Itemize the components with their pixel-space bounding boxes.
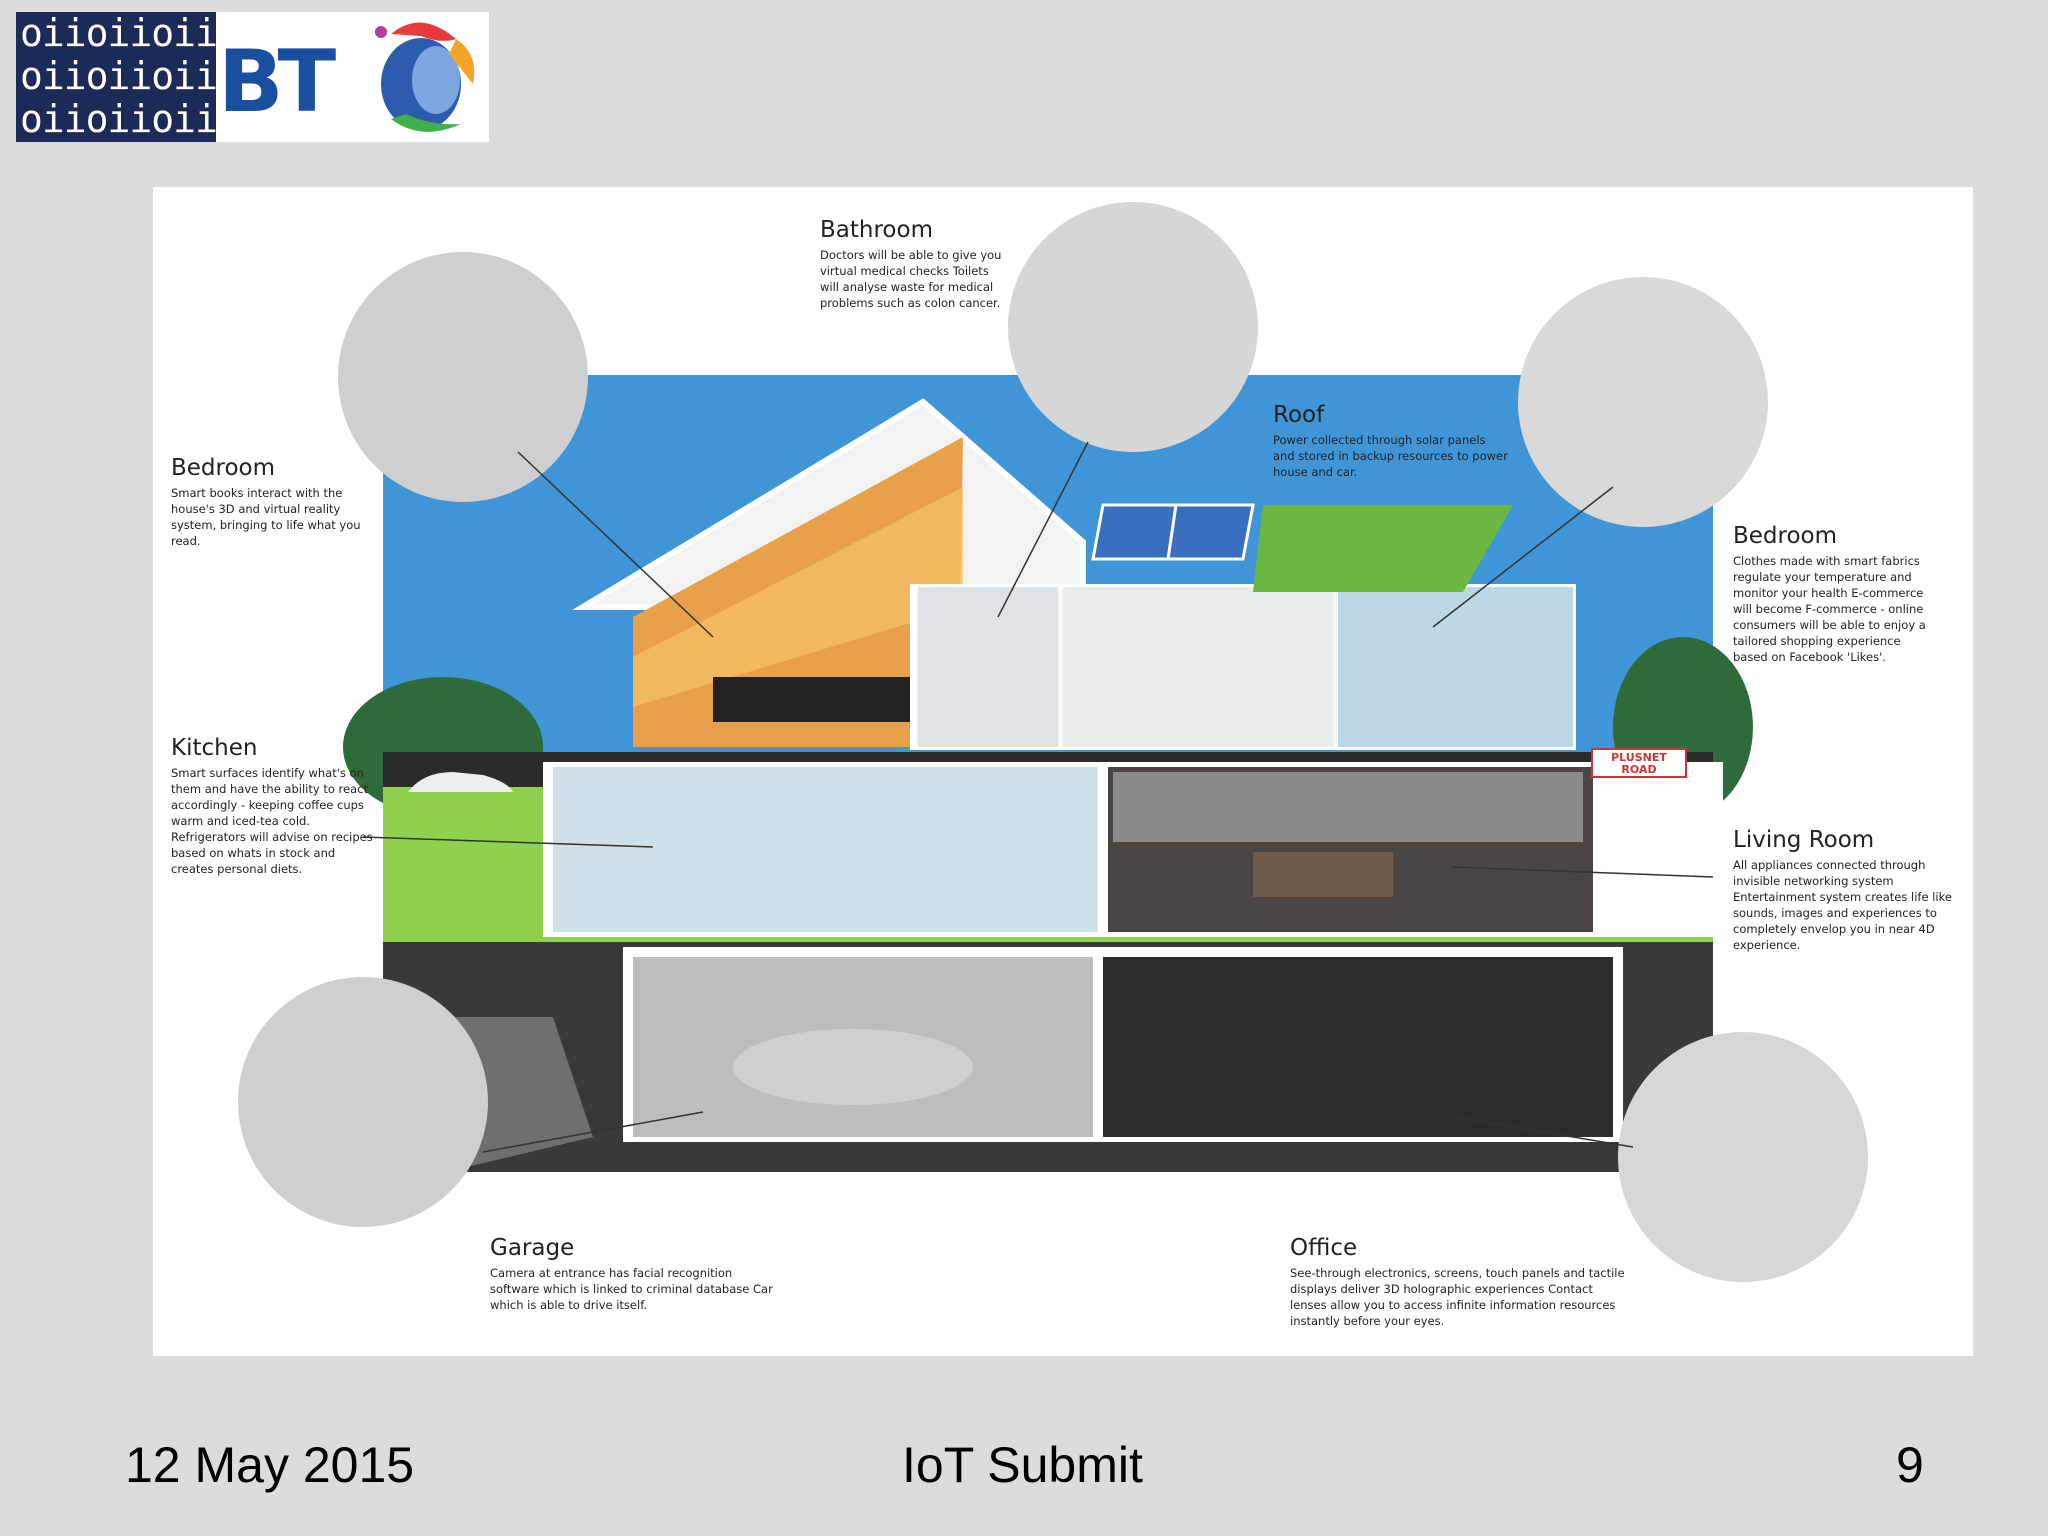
label-desc: Camera at entrance has facial recognitio… [490,1266,773,1312]
house-cutaway-illustration [238,202,1868,1282]
label-bedroom-right: Bedroom Clothes made with smart fabrics … [1733,523,1938,665]
label-title: Kitchen [171,735,258,761]
smart-home-infographic: PLUSNET ROAD Bathroom Doctors will be ab… [153,187,1973,1356]
label-living-room: Living Room All appliances connected thr… [1733,827,1958,953]
label-desc: Doctors will be able to give you virtual… [820,248,1002,310]
label-desc: Power collected through solar panels and… [1273,433,1508,479]
footer-date: 12 May 2015 [125,1437,415,1493]
footer-title: IoT Submit [902,1437,1143,1493]
road-sign: PLUSNET ROAD [1591,748,1687,778]
label-desc: Clothes made with smart fabrics regulate… [1733,554,1926,664]
bt-logo: oiioiioii oiioiioii oiioiioii BT [16,12,489,142]
binary-row: oiioiioii [20,54,216,98]
binary-pattern: oiioiioii oiioiioii oiioiioii [16,12,216,142]
label-desc: Smart books interact with the house's 3D… [171,486,361,548]
binary-row: oiioiioii [20,12,216,55]
label-desc: See-through electronics, screens, touch … [1290,1266,1625,1328]
label-title: Garage [490,1235,575,1261]
footer-page-number: 9 [1896,1437,1924,1493]
label-garage: Garage Camera at entrance has facial rec… [490,1235,775,1313]
label-office: Office See-through electronics, screens,… [1290,1235,1630,1329]
label-roof: Roof Power collected through solar panel… [1273,402,1508,480]
label-title: Bathroom [820,217,933,243]
brand-text: BT [218,32,336,132]
bt-globe-icon [375,22,475,132]
label-desc: Smart surfaces identify what's on them a… [171,766,373,876]
label-title: Bedroom [1733,523,1838,549]
label-title: Living Room [1733,827,1875,853]
label-title: Bedroom [171,455,276,481]
label-desc: All appliances connected through invisib… [1733,858,1952,952]
label-bedroom-left: Bedroom Smart books interact with the ho… [171,455,371,549]
label-title: Office [1290,1235,1358,1261]
label-bathroom: Bathroom Doctors will be able to give yo… [820,217,1005,311]
label-title: Roof [1273,402,1325,428]
label-kitchen: Kitchen Smart surfaces identify what's o… [171,735,376,877]
binary-row: oiioiioii [20,97,216,141]
